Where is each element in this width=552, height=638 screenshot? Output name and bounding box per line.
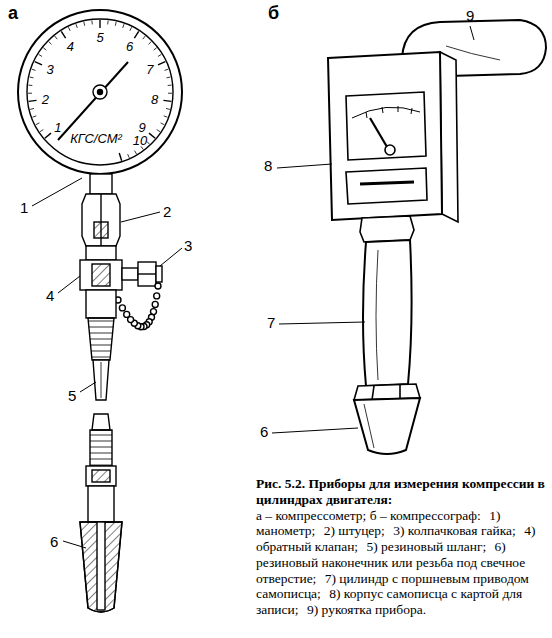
dial-tick (49, 42, 52, 45)
dial-tick (36, 123, 40, 125)
dial-tick (168, 85, 172, 86)
dial-tick (158, 54, 161, 56)
dial-tick (143, 36, 146, 39)
dial-number: 8 (151, 93, 158, 106)
chain-bead (119, 305, 125, 311)
dial-number: 1 (54, 121, 61, 134)
callout-number: 4 (46, 288, 54, 303)
dial-tick (161, 123, 165, 125)
figure-caption: Рис. 5.2. Приборы для измерения компресс… (256, 476, 546, 618)
dial-tick (30, 108, 34, 110)
callout-number: 5 (68, 388, 76, 403)
dial-tick (35, 62, 42, 65)
caption-item: 2) штуцер; (324, 523, 385, 538)
dial-number: 2 (42, 93, 49, 106)
chain-bead (124, 311, 130, 317)
dial-tick (28, 85, 32, 86)
dial-tick (134, 31, 138, 38)
callout-number: 8 (264, 158, 272, 173)
caption-item: 5) резиновый шланг; (366, 539, 486, 554)
compression-recorder (328, 20, 546, 454)
dial-tick (128, 154, 130, 158)
dial-tick (141, 146, 143, 149)
chain-bead (155, 283, 161, 289)
dial-tick (91, 20, 92, 24)
dial-tick (40, 130, 43, 132)
dial-tick (76, 24, 77, 28)
dial-tick (99, 20, 100, 28)
dial-number: 3 (47, 62, 54, 75)
dial-tick (115, 22, 117, 26)
dial-tick (55, 36, 58, 39)
dial-number: 6 (126, 39, 133, 52)
dial-tick (29, 100, 37, 101)
dial-number: 5 (96, 31, 103, 44)
dial-tick (164, 69, 168, 70)
dial-tick (32, 69, 36, 70)
dial-tick (83, 22, 85, 26)
dial-tick (167, 77, 171, 79)
dial-tick (30, 77, 34, 79)
callout-number: 1 (20, 200, 28, 215)
dial-tick (168, 93, 172, 94)
dial-unit: КГС/СМ² (70, 132, 122, 145)
figure-letter: б (268, 4, 279, 22)
dial-tick (154, 48, 157, 50)
dial-tick (39, 54, 42, 56)
caption-item: а – компрессометр; б – компрессограф: (256, 508, 481, 523)
leader-lines (32, 26, 474, 548)
callout-number: 7 (267, 315, 275, 330)
caption-title: Рис. 5.2. Приборы для измерения компресс… (256, 476, 546, 508)
dial-tick (61, 31, 65, 38)
dial-number: 10 (133, 134, 147, 147)
dial-tick (28, 93, 32, 94)
dial-tick (33, 116, 37, 117)
dial-tick (119, 153, 121, 161)
callout-number: 2 (163, 204, 171, 219)
dial-tick (163, 100, 171, 101)
dial-tick (157, 130, 160, 132)
dial-tick (149, 42, 152, 45)
dial-number: 9 (139, 121, 146, 134)
caption-item: 9) рукоятка прибора. (307, 602, 426, 617)
dial-tick (135, 151, 137, 154)
dial-number: 7 (146, 62, 153, 75)
callout-number: 6 (50, 534, 58, 549)
dial-tick (43, 48, 46, 50)
chain-bead (152, 301, 158, 307)
callout-number: 3 (184, 238, 192, 253)
caption-item: 3) колпачковая гайка; (393, 523, 516, 538)
dial-number: 4 (67, 39, 74, 52)
dial-tick (166, 108, 170, 110)
dial-tick (130, 27, 132, 31)
compression-gauge (18, 10, 182, 612)
figure-letter: а (8, 4, 18, 22)
dial-tick (123, 24, 124, 28)
callout-number: 6 (260, 424, 268, 439)
dial-tick (149, 133, 155, 138)
dial-tick (68, 27, 70, 31)
callout-number: 9 (466, 8, 474, 23)
chain-bead (154, 293, 160, 299)
dial-tick (45, 133, 51, 138)
dial-tick (158, 62, 165, 65)
dial-tick (107, 20, 108, 24)
dial-tick (164, 116, 168, 117)
